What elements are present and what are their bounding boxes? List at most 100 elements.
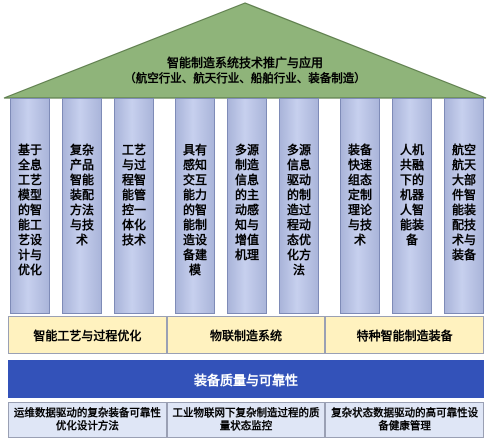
pillar-label-line: 多源 [234, 143, 259, 157]
pillar-label: 多源制造信息的主动感知与增值机理 [228, 143, 266, 263]
pillar-label-line: 与技 [69, 218, 94, 232]
foundation-cell-process: 智能工艺与过程优化 [8, 316, 167, 354]
pillar-label-line: 机理 [234, 248, 259, 262]
pillar-label-line: 驱动 [286, 173, 311, 187]
pillar-9: 航空航天大部件智能装配技术与装备 [444, 98, 484, 314]
pillar-label-line: 制造 [234, 158, 259, 172]
pillar-label-line: 艺设 [17, 233, 42, 247]
pillar-label-line: 机器 [399, 188, 424, 202]
pillar-label-line: 造过 [286, 203, 311, 217]
pillar-label-line: 能制 [182, 218, 207, 232]
pillar-label: 航空航天大部件智能装配技术与装备 [445, 143, 483, 263]
pillar-label-line: 复杂 [69, 143, 94, 157]
pillar-label-line: 能装 [451, 203, 476, 217]
pillar-7: 装备快速组态定制理论与技术 [340, 98, 380, 314]
pillar-label-line: 与技 [347, 218, 372, 232]
roof-title: 智能制造系统技术推广与应用 [166, 56, 323, 70]
pillar-label-line: 下的 [399, 173, 424, 187]
bottom-row: 运维数据驱动的复杂装备可靠性优化设计方法 工业物联网下复杂制造过程的质量状态监控… [8, 402, 485, 438]
pillar-label-line: 组态 [347, 173, 372, 187]
foundation-cell-equipment: 特种智能制造装备 [325, 316, 485, 354]
pillar-label-line: 备建 [182, 248, 207, 262]
pillar-5: 多源制造信息的主动感知与增值机理 [227, 98, 267, 314]
pillar-3: 工艺与过程智能管控一体化技术 [114, 98, 154, 314]
pillar-label-line: 法 [292, 263, 305, 277]
foundation-row: 智能工艺与过程优化 物联制造系统 特种智能制造装备 [8, 316, 485, 354]
pillar-label-line: 方法 [69, 203, 94, 217]
quality-band: 装备质量与可靠性 [8, 360, 484, 398]
pillar-label-line: 配技 [451, 218, 476, 232]
pillar-label-line: 的智 [182, 203, 207, 217]
pillar-label-line: 工艺 [17, 173, 42, 187]
pillar-label-line: 航天 [451, 158, 476, 172]
pillar-label-line: 共融 [399, 158, 424, 172]
pillar-label: 多源信息驱动的制造过程动态优化方法 [280, 143, 318, 278]
pillar-label-line: 优化 [17, 263, 42, 277]
pillar-label-line: 造设 [182, 233, 207, 247]
pillar-label-line: 体化 [121, 218, 146, 232]
pillar-label-line: 程动 [286, 218, 311, 232]
bottom-cell-health-management: 复杂状态数据驱动的高可靠性设备健康管理 [325, 402, 485, 438]
pillar-label-line: 技术 [121, 233, 146, 247]
pillar-label-line: 理论 [347, 203, 372, 217]
pillar-2: 复杂产品智能装配方法与技术 [62, 98, 102, 314]
pillar-label: 基于全息工艺模型的智能工艺设计与优化 [11, 143, 49, 278]
pillar-label-line: 术 [75, 233, 88, 247]
pillar-label-line: 快速 [347, 158, 372, 172]
pillar-label-line: 人机 [399, 143, 424, 157]
pillar-label-line: 定制 [347, 188, 372, 202]
pillar-label-line: 的主 [234, 188, 259, 202]
pillar-label-line: 大部 [451, 173, 476, 187]
pillar-label-line: 术 [353, 233, 366, 247]
pillar-label-line: 具有 [182, 143, 207, 157]
pillar-label: 装备快速组态定制理论与技术 [341, 143, 379, 248]
pillar-label-line: 计与 [17, 248, 42, 262]
pillar-label-line: 能力 [182, 188, 207, 202]
pillar-label-line: 化方 [286, 248, 311, 262]
pillar-6: 多源信息驱动的制造过程动态优化方法 [279, 98, 319, 314]
foundation-cell-iot: 物联制造系统 [166, 316, 326, 354]
pillar-label-line: 装配 [69, 188, 94, 202]
pillar-label-line: 态优 [286, 233, 311, 247]
pillar-label: 人机共融下的机器人智能装备 [393, 143, 431, 248]
pillar-label-line: 信息 [234, 173, 259, 187]
pillars: 基于全息工艺模型的智能工艺设计与优化复杂产品智能装配方法与技术工艺与过程智能管控… [10, 98, 484, 314]
bottom-cell-quality-monitoring: 工业物联网下复杂制造过程的质量状态监控 [166, 402, 326, 438]
pillar-label-line: 增值 [234, 233, 259, 247]
pillar-label-line: 动感 [234, 203, 259, 217]
pillar-label-line: 产品 [69, 158, 94, 172]
pillar-8: 人机共融下的机器人智能装备 [392, 98, 432, 314]
pillar-label-line: 多源 [286, 143, 311, 157]
pillar-label-line: 全息 [17, 158, 42, 172]
pillar-1: 基于全息工艺模型的智能工艺设计与优化 [10, 98, 50, 314]
pillar-label-line: 工艺 [121, 143, 146, 157]
pillar-label-line: 能工 [17, 218, 42, 232]
pillar-label-line: 的智 [17, 203, 42, 217]
pillar-label-line: 能管 [121, 188, 146, 202]
pillar-label-line: 基于 [17, 143, 42, 157]
pillar-label-line: 能装 [399, 218, 424, 232]
pillar-label-line: 件智 [451, 188, 476, 202]
pillar-label: 具有感知交互能力的智能制造设备建模 [176, 143, 214, 278]
pillar-label-line: 程智 [121, 173, 146, 187]
pillar-label-line: 备 [405, 233, 418, 247]
pillar-label-line: 装备 [347, 143, 372, 157]
pillar-label-line: 交互 [182, 173, 207, 187]
pillar-label-line: 与过 [121, 158, 146, 172]
pillar-label-line: 模型 [17, 188, 42, 202]
bottom-cell-reliability-design: 运维数据驱动的复杂装备可靠性优化设计方法 [8, 402, 167, 438]
pillar-label-line: 装备 [451, 248, 476, 262]
roof-subtitle: （航空行业、航天行业、船舶行业、装备制造） [124, 71, 366, 85]
pillar-label-line: 感知 [182, 158, 207, 172]
pillar-label-line: 模 [188, 263, 201, 277]
pillar-label-line: 知与 [234, 218, 259, 232]
pillar-label-line: 控一 [121, 203, 146, 217]
pillar-label-line: 信息 [286, 158, 311, 172]
pillar-label-line: 人智 [399, 203, 424, 217]
pillar-label-line: 智能 [69, 173, 94, 187]
pillar-label-line: 的制 [286, 188, 311, 202]
pillar-label: 工艺与过程智能管控一体化技术 [115, 143, 153, 248]
pillar-label-line: 术与 [451, 233, 476, 247]
pillar-label-line: 航空 [451, 143, 476, 157]
pillar-4: 具有感知交互能力的智能制造设备建模 [175, 98, 215, 314]
